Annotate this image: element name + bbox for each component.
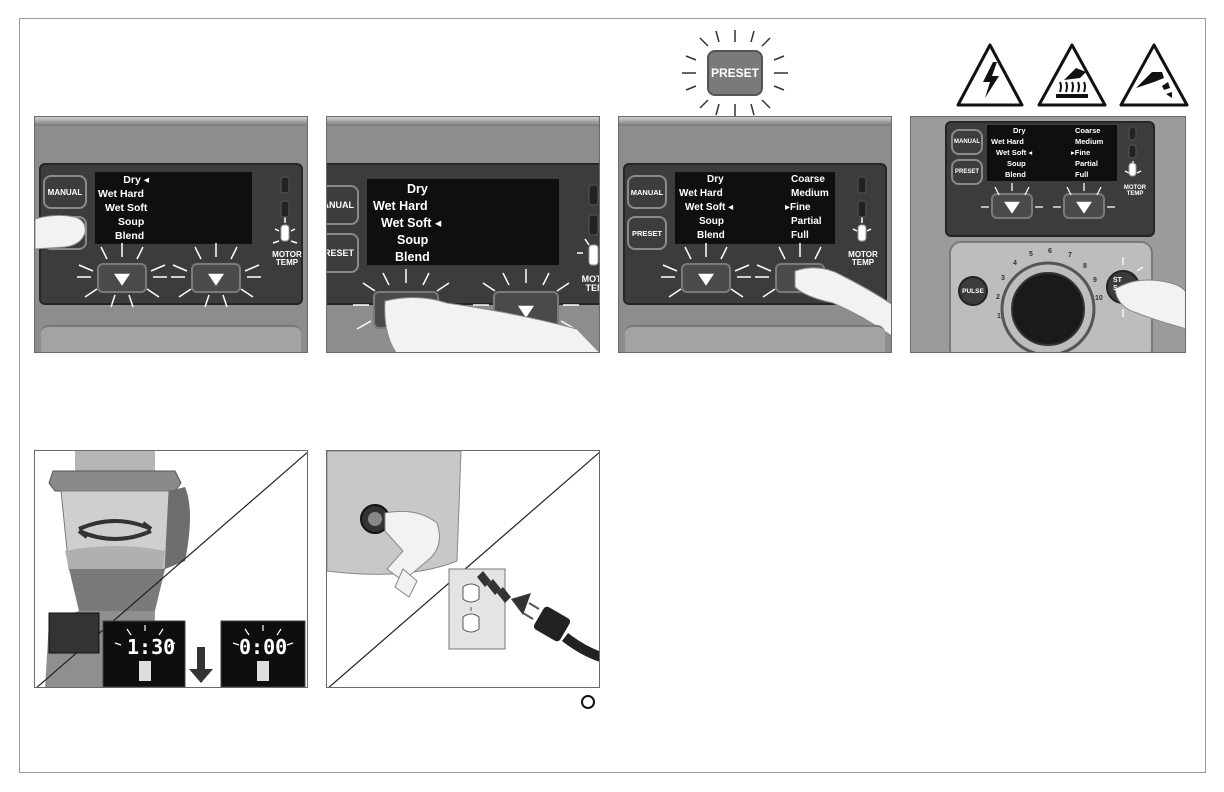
panel-4-option-dry: Dry	[1013, 126, 1026, 135]
panel-4-option-wet-soft: Wet Soft ◂	[996, 148, 1033, 157]
panel-3-texture-fine: ▸Fine	[785, 202, 811, 213]
panel-1-option-wet-hard: Wet Hard	[98, 188, 144, 200]
panel-1-manual-button[interactable]: MANUAL	[43, 175, 87, 209]
down-arrow-icon	[1076, 201, 1092, 214]
panel-4-dial-number-1: 1	[997, 313, 1001, 320]
down-arrow-icon	[114, 273, 130, 286]
panel-2-glow-rays	[353, 184, 599, 352]
panel-4-pulse-button[interactable]: PULSE	[962, 287, 984, 295]
panel-4-dial-number-3: 3	[1001, 275, 1005, 282]
panel-2-display	[367, 179, 559, 265]
preset-badge-label: PRESET	[710, 66, 759, 80]
panel-1-select-dry: Dry ◂ Wet Hard Wet Soft Soup Blend MANUA…	[34, 116, 308, 353]
panel-3-display	[675, 172, 835, 244]
panel-4-texture-medium: Medium	[1075, 137, 1104, 146]
panel-4-option-wet-hard: Wet Hard	[991, 137, 1024, 146]
preset-badge: PRESET	[707, 50, 763, 96]
panel-1-option-wet-soft: Wet Soft	[105, 202, 148, 214]
panel-4-dial-number-8: 8	[1083, 263, 1087, 270]
panel-3-top-stripe	[619, 117, 891, 126]
panel-4-texture-coarse: Coarse	[1075, 126, 1101, 135]
panel-3-glow-rays	[661, 176, 891, 337]
page-circle-marker-icon	[581, 695, 595, 709]
panel-3-select-texture-fine: Dry Wet Hard Wet Soft ◂ Soup Blend Coars…	[618, 116, 892, 353]
panel-5-blender-illustration	[36, 451, 307, 687]
panel-4-option-blend: Blend	[1005, 170, 1026, 179]
panel-4-right-arrow-button[interactable]	[1063, 193, 1105, 219]
panel-3-option-blend: Blend	[697, 230, 725, 241]
panel-1-finger-press	[35, 214, 86, 250]
panel-4-dial-number-6: 6	[1048, 248, 1052, 255]
panel-3-option-soup: Soup	[699, 216, 724, 227]
panel-4-dial-number-7: 7	[1068, 252, 1072, 259]
panel-4-preset-button[interactable]: PRESET	[951, 159, 983, 185]
panel-1-base	[41, 325, 301, 352]
panel-4-dial-number-9: 9	[1093, 277, 1097, 284]
panel-3-texture-coarse: Coarse	[791, 174, 825, 185]
panel-3-texture-medium: Medium	[791, 188, 829, 199]
panel-3-texture-full: Full	[791, 230, 809, 241]
panel-4-dial-number-5: 5	[1029, 251, 1033, 258]
panel-2-preset-button[interactable]: RESET	[327, 233, 359, 273]
preset-badge-rays	[682, 30, 788, 116]
panel-2-motor-temp-label: MOTOTEM	[581, 274, 599, 293]
panel-4-manual-button[interactable]: MANUAL	[951, 129, 983, 155]
panel-5-timer-start: 1:30	[127, 635, 176, 659]
panel-2-option-wet-soft: Wet Soft ◂	[381, 216, 442, 230]
panel-2-option-soup: Soup	[397, 233, 429, 247]
panel-4-dial-number-4: 4	[1013, 260, 1017, 267]
electric-shock-warning-icon	[956, 43, 1024, 107]
panel-1-glow-rays	[77, 176, 298, 308]
down-arrow-icon	[518, 305, 534, 318]
panel-5-blending-timer: 1:30 0:00	[34, 450, 308, 688]
panel-3-left-arrow-button[interactable]	[681, 263, 731, 293]
panel-6-unplug-illustration	[327, 451, 599, 687]
panel-2-option-blend: Blend	[395, 250, 430, 264]
panel-3-option-wet-hard: Wet Hard	[679, 188, 723, 199]
down-arrow-icon	[1004, 201, 1020, 214]
panel-4-left-arrow-button[interactable]	[991, 193, 1033, 219]
panel-1-right-arrow-button[interactable]	[191, 263, 241, 293]
panel-4-dial-number-10: 10	[1095, 295, 1103, 302]
panel-2-select-wet-soft: Dry Wet Hard Wet Soft ◂ Soup Blend ANUAL…	[326, 116, 600, 353]
panel-4-texture-full: Full	[1075, 170, 1089, 179]
hot-surface-warning-icon	[1037, 43, 1107, 107]
panel-2-top-stripe	[327, 117, 599, 126]
down-arrow-icon	[208, 273, 224, 286]
panel-3-texture-partial: Partial	[791, 216, 822, 227]
panel-4-dial-and-rays	[958, 126, 1185, 352]
panel-2-option-dry: Dry	[407, 182, 428, 196]
panel-3-manual-button[interactable]: MANUAL	[627, 175, 667, 209]
panel-4-texture-fine: ▸Fine	[1071, 148, 1091, 157]
panel-1-option-dry: Dry ◂	[123, 174, 149, 186]
panel-4-display	[987, 125, 1117, 181]
panel-4-texture-partial: Partial	[1075, 159, 1098, 168]
panel-2-option-wet-hard: Wet Hard	[373, 199, 428, 213]
panel-6-unplug	[326, 450, 600, 688]
panel-3-preset-button[interactable]: PRESET	[627, 216, 667, 250]
panel-4-press-start: Dry Wet Hard Wet Soft ◂ Soup Blend Coars…	[910, 116, 1186, 353]
panel-3-base	[625, 325, 885, 352]
panel-1-option-soup: Soup	[118, 216, 145, 228]
down-arrow-icon	[698, 273, 714, 286]
panel-1-option-blend: Blend	[115, 230, 145, 242]
page-frame	[19, 18, 1206, 773]
panel-3-option-wet-soft: Wet Soft ◂	[685, 202, 734, 213]
panel-1-top-stripe	[35, 117, 307, 126]
panel-4-dial-number-2: 2	[996, 294, 1000, 301]
panel-1-display	[95, 172, 252, 244]
panel-5-timer-end: 0:00	[239, 635, 288, 659]
moving-parts-warning-icon	[1119, 43, 1189, 107]
panel-4-option-soup: Soup	[1007, 159, 1026, 168]
panel-2-manual-button[interactable]: ANUAL	[327, 185, 359, 225]
panel-3-option-dry: Dry	[707, 174, 724, 185]
panel-1-left-arrow-button[interactable]	[97, 263, 147, 293]
